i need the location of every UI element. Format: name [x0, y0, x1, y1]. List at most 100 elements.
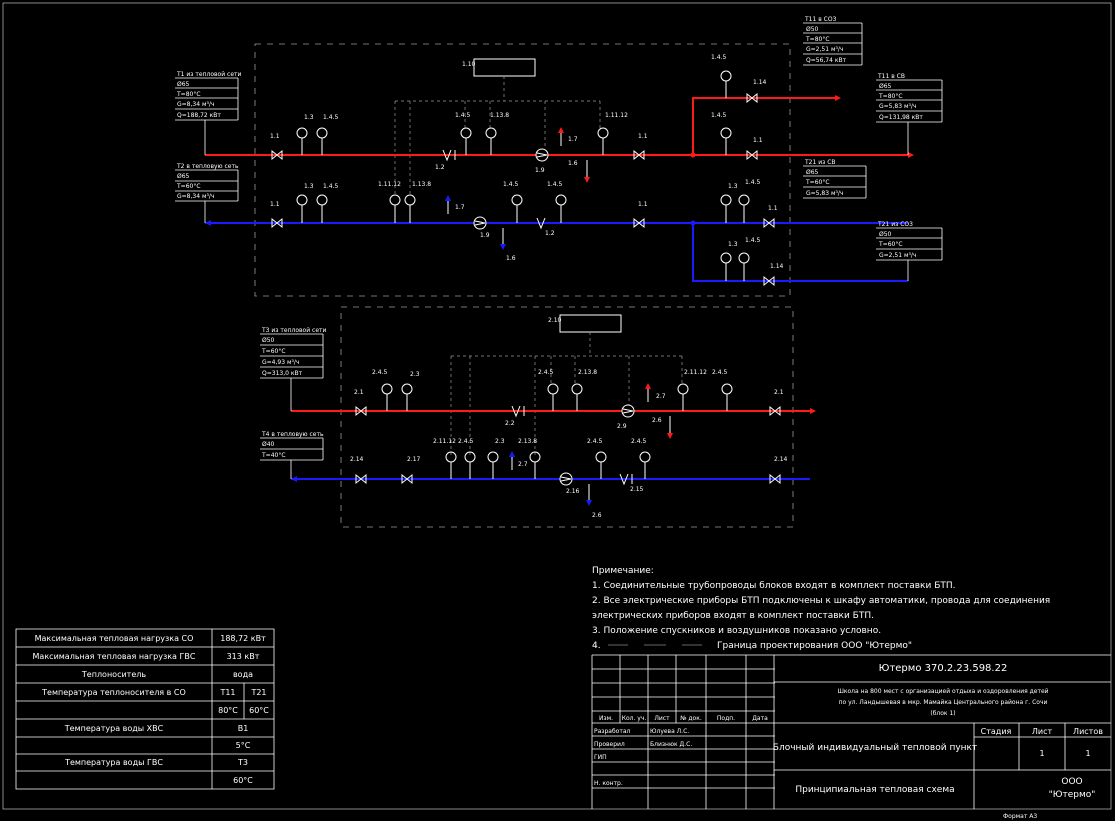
t11-cv-branch	[692, 97, 835, 155]
svg-text:3. Положение спускников и возд: 3. Положение спускников и воздушников по…	[592, 626, 881, 636]
svg-text:Т1 из тепловой сети: Т1 из тепловой сети	[176, 71, 242, 78]
svg-text:Т21 из СО3: Т21 из СО3	[877, 221, 913, 228]
svg-text:T=40°С: T=40°С	[261, 452, 286, 459]
svg-text:1: 1	[1085, 749, 1090, 758]
svg-text:G=5,83 м³/ч: G=5,83 м³/ч	[806, 190, 843, 197]
svg-text:Близнюк Д.С.: Близнюк Д.С.	[650, 741, 692, 748]
svg-text:T=60°С: T=60°С	[878, 241, 903, 248]
svg-text:1.2: 1.2	[435, 164, 445, 171]
params-table: Максимальная тепловая нагрузка СО 188,72…	[15, 628, 275, 790]
svg-text:1.14: 1.14	[770, 263, 784, 270]
svg-text:2.7: 2.7	[518, 461, 528, 468]
svg-text:G=2,51 м³/ч: G=2,51 м³/ч	[806, 46, 843, 53]
svg-text:1.3: 1.3	[304, 114, 314, 121]
svg-text:1.4.5: 1.4.5	[745, 237, 760, 244]
svg-text:T=60°С: T=60°С	[805, 179, 830, 186]
svg-text:1.11.12: 1.11.12	[605, 112, 628, 119]
svg-text:2.15: 2.15	[630, 486, 644, 493]
svg-text:1.2: 1.2	[545, 230, 555, 237]
svg-text:2.6: 2.6	[652, 417, 662, 424]
svg-text:Температура теплоносителя в СО: Температура теплоносителя в СО	[41, 688, 186, 697]
svg-text:1.1: 1.1	[753, 137, 763, 144]
svg-text:Т21 из СВ: Т21 из СВ	[804, 159, 836, 166]
title-block: Ютермо 370.2.23.598.22 Школа на 800 мест…	[591, 654, 1111, 820]
svg-text:Юлуева Л.С.: Юлуева Л.С.	[650, 728, 689, 735]
svg-text:1.7: 1.7	[568, 136, 578, 143]
svg-text:2.1: 2.1	[774, 389, 784, 396]
svg-text:Q=56,74 кВт: Q=56,74 кВт	[806, 57, 847, 64]
svg-text:Теплоноситель: Теплоноситель	[81, 670, 146, 679]
svg-text:2.13.8: 2.13.8	[578, 369, 597, 376]
svg-text:1.1: 1.1	[638, 133, 648, 140]
svg-text:G=2,51 м³/ч: G=2,51 м³/ч	[879, 252, 916, 259]
svg-text:T=80°С: T=80°С	[805, 36, 830, 43]
svg-text:2.7: 2.7	[656, 393, 666, 400]
svg-text:T=80°С: T=80°С	[878, 93, 903, 100]
svg-text:(блок 1): (блок 1)	[930, 710, 955, 717]
svg-text:Изм.: Изм.	[599, 715, 613, 722]
svg-text:1.1: 1.1	[638, 201, 648, 208]
svg-text:2.14: 2.14	[774, 456, 788, 463]
svg-text:2.4.5: 2.4.5	[372, 369, 387, 376]
svg-text:Лист: Лист	[1032, 727, 1053, 736]
svg-text:1.6: 1.6	[506, 255, 516, 262]
svg-text:Дата: Дата	[752, 715, 768, 722]
t21-co-branch	[692, 223, 908, 282]
svg-text:"Ютермо": "Ютермо"	[1049, 790, 1096, 800]
svg-text:2. Все электрические приборы Б: 2. Все электрические приборы БТП подключ…	[592, 596, 1050, 606]
svg-text:В1: В1	[238, 724, 249, 733]
svg-text:1.14: 1.14	[753, 79, 767, 86]
svg-text:2.14: 2.14	[350, 456, 364, 463]
svg-text:Блочный индивидуальный теплово: Блочный индивидуальный тепловой пункт	[773, 743, 977, 753]
svg-text:2.4.5: 2.4.5	[587, 438, 602, 445]
svg-text:1.3: 1.3	[728, 183, 738, 190]
svg-text:Температура воды ГВС: Температура воды ГВС	[64, 758, 163, 767]
svg-text:2.3: 2.3	[495, 438, 505, 445]
svg-text:Т3 из тепловой сети: Т3 из тепловой сети	[261, 327, 327, 334]
svg-text:1.3: 1.3	[304, 183, 314, 190]
svg-text:1.1: 1.1	[270, 201, 280, 208]
svg-text:Проверил: Проверил	[594, 741, 625, 748]
svg-text:Ютермо 370.2.23.598.22: Ютермо 370.2.23.598.22	[879, 663, 1008, 674]
drawing-frame	[2, 2, 1112, 810]
svg-text:по ул. Ландышевая в мкр. Мамай: по ул. Ландышевая в мкр. Мамайка Централ…	[839, 699, 1048, 706]
svg-text:Ø65: Ø65	[177, 173, 190, 180]
svg-text:1.7: 1.7	[455, 204, 465, 211]
svg-text:Граница проектирования ООО "Ют: Граница проектирования ООО "Ютермо"	[717, 641, 912, 651]
pump-icon	[559, 472, 573, 486]
svg-text:Максимальная тепловая нагрузка: Максимальная тепловая нагрузка СО	[35, 634, 194, 643]
svg-text:2.6: 2.6	[592, 512, 602, 519]
svg-text:2.9: 2.9	[617, 423, 627, 430]
svg-text:№ док.: № док.	[680, 715, 702, 722]
svg-text:ГИП: ГИП	[594, 754, 607, 761]
svg-text:Т11 в СВ: Т11 в СВ	[877, 73, 905, 80]
svg-text:2.17: 2.17	[407, 456, 421, 463]
svg-text:T=60°С: T=60°С	[176, 183, 201, 190]
control-cabinet-2	[559, 314, 622, 333]
svg-text:2.2: 2.2	[505, 420, 515, 427]
svg-text:ООО: ООО	[1061, 777, 1082, 787]
block-1-boundary	[254, 43, 791, 297]
svg-text:Ø40: Ø40	[262, 441, 275, 448]
svg-text:электрических приборов входят: электрических приборов входят в комплект…	[592, 611, 874, 621]
svg-text:2.3: 2.3	[410, 371, 420, 378]
gauges-1	[296, 70, 750, 281]
svg-text:Принципиальная тепловая схема: Принципиальная тепловая схема	[795, 785, 954, 795]
svg-text:5°С: 5°С	[236, 741, 251, 750]
svg-text:2.4.5: 2.4.5	[631, 438, 646, 445]
svg-text:G=8,34 м³/ч: G=8,34 м³/ч	[177, 101, 214, 108]
svg-text:1.4.5: 1.4.5	[503, 181, 518, 188]
svg-text:T=60°С: T=60°С	[261, 348, 286, 355]
svg-text:1.6: 1.6	[568, 160, 578, 167]
svg-text:Q=313,0 кВт: Q=313,0 кВт	[262, 370, 303, 377]
svg-text:Примечание:: Примечание:	[592, 566, 654, 576]
svg-text:1.13.8: 1.13.8	[490, 112, 509, 119]
svg-text:Кол. уч.: Кол. уч.	[622, 715, 647, 722]
svg-text:1.9: 1.9	[480, 232, 490, 239]
svg-text:1.4.5: 1.4.5	[455, 112, 470, 119]
svg-text:2.4.5: 2.4.5	[458, 438, 473, 445]
svg-text:Т11 в СО3: Т11 в СО3	[804, 16, 837, 23]
svg-text:4.: 4.	[592, 641, 601, 651]
svg-text:Формат А3: Формат А3	[1003, 813, 1037, 820]
